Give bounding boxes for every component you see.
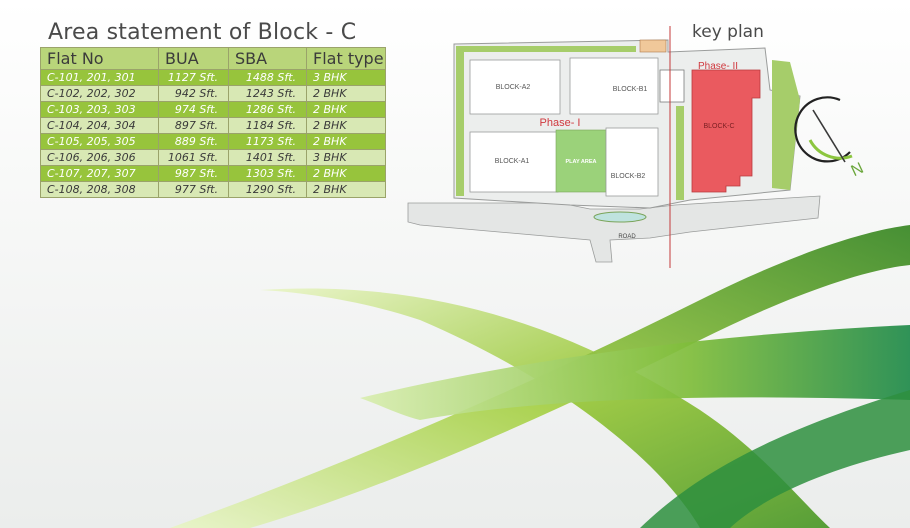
bua-cell: 974 Sft. bbox=[158, 101, 229, 118]
flat-type-cell: 2 BHK bbox=[306, 181, 386, 198]
landscape-strip bbox=[456, 46, 636, 52]
leaf-shape bbox=[360, 325, 910, 420]
flat-no-cell: C-103, 203, 303 bbox=[40, 101, 159, 118]
table-row: C-106, 206, 306 1061 Sft. 1401 Sft. 3 BH… bbox=[40, 149, 386, 166]
table-header-row: Flat No BUA SBA Flat type bbox=[40, 47, 386, 70]
flat-no-cell: C-106, 206, 306 bbox=[40, 149, 159, 166]
column-header-flat-no: Flat No bbox=[40, 47, 159, 70]
table-row: C-101, 201, 301 1127 Sft. 1488 Sft. 3 BH… bbox=[40, 69, 386, 86]
table-row: C-102, 202, 302 942 Sft. 1243 Sft. 2 BHK bbox=[40, 85, 386, 102]
sba-cell: 1290 Sft. bbox=[228, 181, 307, 198]
leaf-shape bbox=[260, 288, 830, 528]
flat-type-cell: 2 BHK bbox=[306, 85, 386, 102]
flat-type-cell: 2 BHK bbox=[306, 101, 386, 118]
play-area-label: PLAY AREA bbox=[566, 159, 597, 165]
sba-cell: 1243 Sft. bbox=[228, 85, 307, 102]
bua-cell: 889 Sft. bbox=[158, 133, 229, 150]
leaf-shape bbox=[640, 390, 910, 528]
table-row: C-108, 208, 308 977 Sft. 1290 Sft. 2 BHK bbox=[40, 181, 386, 198]
flat-type-cell: 2 BHK bbox=[306, 165, 386, 182]
area-statement-table: Flat No BUA SBA Flat type C-101, 201, 30… bbox=[40, 47, 386, 198]
phase-1-label: Phase- I bbox=[540, 117, 581, 129]
landscape-strip bbox=[639, 39, 667, 53]
block-a2-shape bbox=[469, 59, 561, 115]
page-title: Area statement of Block - C bbox=[48, 20, 357, 45]
north-label: N bbox=[849, 160, 867, 180]
block-c-label: BLOCK-C bbox=[703, 123, 734, 130]
flat-type-cell: 2 BHK bbox=[306, 133, 386, 150]
landscape-strip bbox=[676, 106, 684, 200]
sba-cell: 1184 Sft. bbox=[228, 117, 307, 134]
sba-cell: 1173 Sft. bbox=[228, 133, 307, 150]
bua-cell: 1061 Sft. bbox=[158, 149, 229, 166]
bridge-shape bbox=[659, 69, 685, 103]
block-a2-label: BLOCK-A2 bbox=[496, 84, 531, 91]
block-c-shape bbox=[691, 69, 761, 193]
block-a1-shape bbox=[469, 131, 559, 193]
landscape-strip bbox=[456, 46, 464, 196]
sba-cell: 1488 Sft. bbox=[228, 69, 307, 86]
landscape-strip bbox=[772, 60, 800, 190]
flat-no-cell: C-108, 208, 308 bbox=[40, 181, 159, 198]
flat-no-cell: C-102, 202, 302 bbox=[40, 85, 159, 102]
block-a1-label: BLOCK-A1 bbox=[495, 158, 530, 165]
table-row: C-107, 207, 307 987 Sft. 1303 Sft. 2 BHK bbox=[40, 165, 386, 182]
bua-cell: 1127 Sft. bbox=[158, 69, 229, 86]
bua-cell: 942 Sft. bbox=[158, 85, 229, 102]
flat-type-cell: 2 BHK bbox=[306, 117, 386, 134]
flat-type-cell: 3 BHK bbox=[306, 149, 386, 166]
block-b2-shape bbox=[605, 127, 659, 197]
road-label: ROAD bbox=[618, 234, 636, 240]
flat-no-cell: C-104, 204, 304 bbox=[40, 117, 159, 134]
key-plan-title: key plan bbox=[692, 22, 764, 42]
sba-cell: 1401 Sft. bbox=[228, 149, 307, 166]
column-header-flat-type: Flat type bbox=[306, 47, 386, 70]
play-area-shape bbox=[555, 129, 607, 193]
block-b1-label: BLOCK-B1 bbox=[613, 86, 648, 93]
north-arrow-icon: N bbox=[794, 96, 867, 180]
table-row: C-103, 203, 303 974 Sft. 1286 Sft. 2 BHK bbox=[40, 101, 386, 118]
phase-2-label: Phase- II bbox=[698, 61, 738, 72]
flat-no-cell: C-101, 201, 301 bbox=[40, 69, 159, 86]
block-b1-shape bbox=[569, 57, 659, 115]
flat-no-cell: C-107, 207, 307 bbox=[40, 165, 159, 182]
sba-cell: 1303 Sft. bbox=[228, 165, 307, 182]
water-feature bbox=[593, 211, 647, 223]
block-b2-label: BLOCK-B2 bbox=[611, 173, 646, 180]
